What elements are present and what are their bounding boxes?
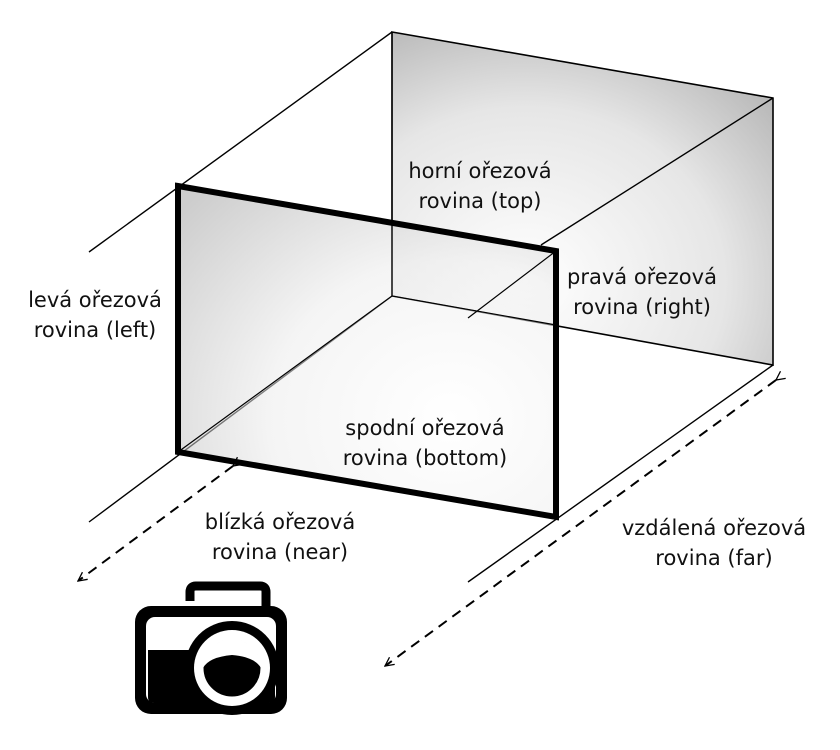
inner-floor-edge: [391, 295, 557, 326]
far-plane-label: vzdálená ořezová rovina (far): [621, 516, 807, 570]
near-plane-label: blízká ořezová rovina (near): [204, 510, 356, 564]
camera-icon: [135, 581, 287, 715]
top-plane-label: horní ořezová rovina (top): [408, 159, 552, 213]
right-plane-label: pravá ořezová rovina (right): [567, 265, 717, 319]
top-right-edge: [540, 97, 774, 246]
left-plane-label: levá ořezová rovina (left): [28, 288, 162, 342]
inner-bottom-edge: [177, 295, 393, 453]
inner-diagonal-edge: [467, 250, 557, 319]
top-left-edge: [88, 31, 393, 253]
far-arrow: [385, 380, 776, 666]
bottom-plane-label: spodní ořezová rovina (bottom): [342, 416, 508, 470]
near-arrow: [78, 466, 233, 581]
